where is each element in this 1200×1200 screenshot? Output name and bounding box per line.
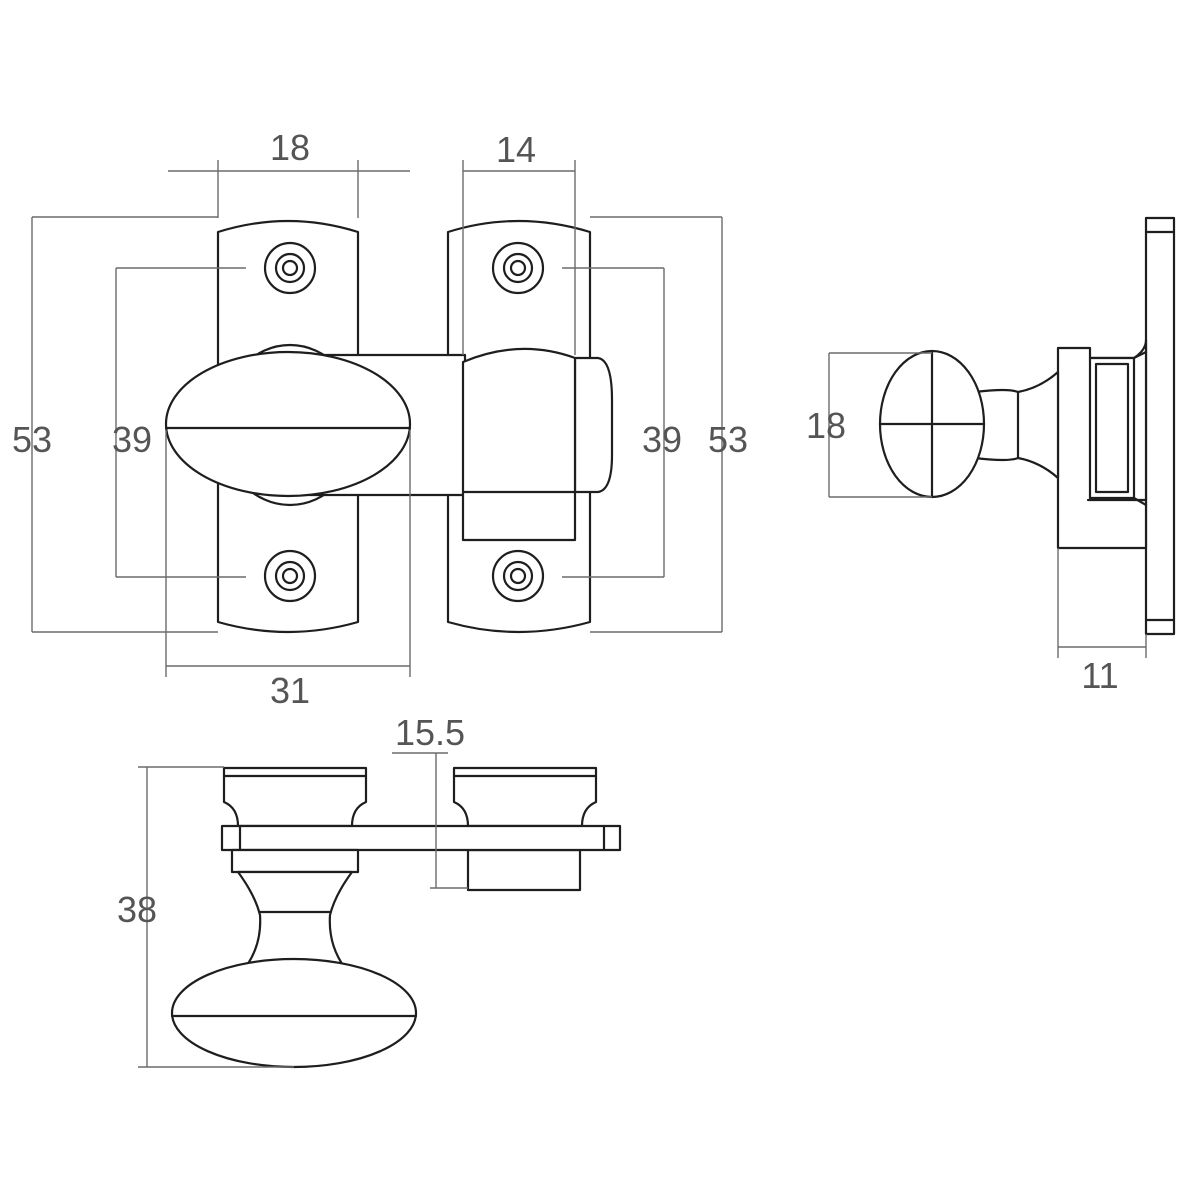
dim-label-depth: 11 <box>1081 655 1118 696</box>
side-view: 18 11 <box>806 216 1176 696</box>
screw-hole <box>263 241 317 295</box>
oval-knob <box>164 350 412 498</box>
dim-label-right-plate-width: 14 <box>496 129 536 170</box>
dim-label-overall-projection: 38 <box>117 889 157 930</box>
dimension-lines <box>138 752 468 1068</box>
screw-hole <box>491 549 545 603</box>
screw-hole <box>263 549 317 603</box>
top-latch-bar <box>220 824 622 852</box>
front-view: 18 14 53 39 39 53 31 <box>12 127 748 711</box>
dim-label-overall-height-left: 53 <box>12 419 52 460</box>
dim-label-hole-spacing-right: 39 <box>642 419 682 460</box>
top-oval-knob <box>170 957 418 1069</box>
side-back-plate <box>1144 216 1176 636</box>
top-keeper-stop <box>466 848 582 892</box>
dimension-lines <box>31 160 723 677</box>
top-collar <box>230 848 360 874</box>
dim-label-overall-height-right: 53 <box>708 419 748 460</box>
dim-label-hole-spacing-left: 39 <box>112 419 152 460</box>
dim-label-keeper-offset: 15.5 <box>395 712 465 753</box>
screw-hole <box>491 241 545 295</box>
top-knob-neck <box>236 870 354 970</box>
dim-label-knob-height: 18 <box>806 405 846 446</box>
keeper-block <box>461 347 577 542</box>
dimension-lines <box>828 352 1147 658</box>
side-knob-neck <box>973 370 1060 480</box>
dim-label-knob-to-bar-width: 31 <box>270 670 310 711</box>
top-view: 15.5 38 <box>117 712 622 1069</box>
dim-label-left-plate-width: 18 <box>270 127 310 168</box>
latch-tongue <box>573 356 614 494</box>
